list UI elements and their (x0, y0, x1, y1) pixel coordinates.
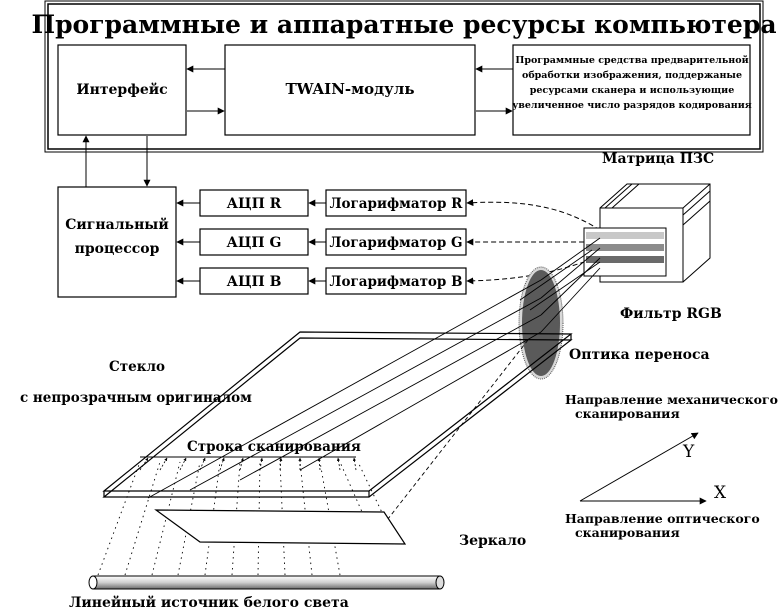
filter-b-strip (586, 256, 664, 263)
light-beams (97, 461, 387, 576)
light-source-tube (88, 575, 445, 590)
light-rays (147, 237, 601, 499)
log-g-label: Логарифматор G (329, 235, 462, 251)
header-title: Программные и аппаратные ресурсы компьют… (31, 10, 776, 39)
preprocessing-line-4: увеличенное число разрядов кодирования (512, 100, 752, 111)
computer-resources-frame (44, 0, 764, 153)
scan-line-label: Строка сканирования (187, 439, 361, 455)
log-b-block (325, 267, 467, 295)
twain-label: TWAIN-модуль (285, 80, 414, 98)
adc-r-block (199, 189, 309, 217)
axis-x-label: X (714, 483, 727, 503)
interface-processor-arrows (82, 135, 151, 187)
filter-g-strip (586, 244, 664, 251)
preprocessing-block (512, 44, 751, 136)
light-source-label: Линейный источник белого света (69, 594, 349, 611)
twain-block (224, 44, 476, 136)
direction-axes (579, 432, 707, 505)
mirror-label: Зеркало (459, 533, 526, 549)
channel-g: АЦП G Логарифматор G (199, 228, 467, 256)
glass-label-2: с непрозрачным оригиналом (20, 390, 252, 406)
ccd-matrix-label: Матрица ПЗС (602, 151, 714, 167)
signal-processor-line-2: процессор (75, 241, 160, 257)
axis-y-label: Y (682, 442, 695, 462)
preprocessing-line-3: ресурсами сканера и использующие (530, 85, 735, 96)
channel-r: АЦП R Логарифматор R (199, 189, 467, 217)
signal-processor-block (57, 186, 177, 298)
adc-b-label: АЦП B (227, 274, 282, 290)
rgb-filter-label: Фильтр RGB (620, 306, 722, 322)
log-r-label: Логарифматор R (330, 196, 464, 212)
glass-label-1: Стекло (109, 359, 165, 375)
log-b-label: Логарифматор B (330, 274, 463, 290)
adc-b-block (199, 267, 309, 295)
optical-path-dashed (383, 339, 529, 525)
adc-r-label: АЦП R (227, 196, 282, 212)
opt-dir-label-2: сканирования (575, 525, 680, 540)
ccd-signal-links (466, 199, 601, 285)
channel-arrows (176, 199, 326, 285)
adc-g-label: АЦП G (227, 235, 282, 251)
opt-dir-label-1: Направление оптического (565, 511, 760, 526)
interface-label: Интерфейс (76, 81, 167, 98)
signal-processor-line-1: Сигнальный (65, 216, 168, 233)
computer-internal-arrows (186, 65, 513, 115)
mirror (154, 509, 407, 545)
optics-label: Оптика переноса (569, 347, 710, 363)
interface-block (57, 44, 187, 136)
preprocessing-line-2: обработки изображения, поддержаные (522, 70, 742, 81)
scanner-glass (102, 331, 573, 498)
filter-r-strip (586, 232, 664, 239)
mech-dir-label-1: Направление механического (565, 392, 778, 407)
scan-line-arrows (139, 457, 357, 471)
ccd-matrix (583, 183, 711, 283)
mech-dir-label-2: сканирования (575, 406, 680, 421)
channel-b: АЦП B Логарифматор B (199, 267, 467, 295)
preprocessing-line-1: Программные средства предварительной (515, 55, 748, 66)
